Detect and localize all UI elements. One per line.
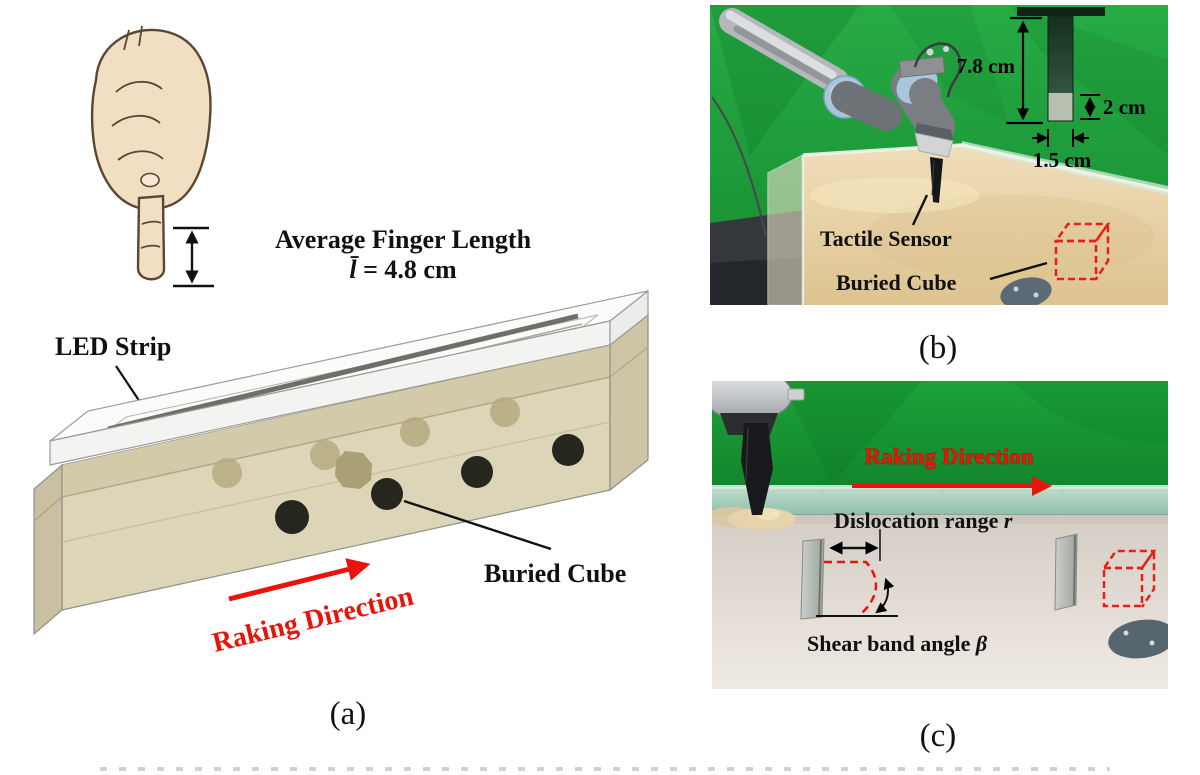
- led-strip: [107, 313, 579, 432]
- panel-a-letter: (a): [329, 696, 367, 732]
- hand-crease-lines: [111, 25, 164, 249]
- cable-connector-dot2: [943, 46, 949, 52]
- dim-probe-width: 1.5 cm: [1033, 148, 1092, 172]
- robot-joint-link: [831, 81, 902, 131]
- sand-top-band-c: [712, 515, 1168, 524]
- sensor-measure: [1080, 94, 1100, 120]
- marker-left-edge: [818, 539, 822, 618]
- thumb-nail: [140, 172, 160, 188]
- panel-a-diagram: Average Finger Length l̄ = 4.8 cm LED St…: [33, 25, 649, 659]
- raking-direction-label-c: Raking Direction: [865, 444, 1034, 469]
- robot-arm-shadow: [733, 25, 842, 91]
- height-measure: [1006, 16, 1043, 125]
- clamp-weight-b: [1000, 277, 1052, 305]
- robot-cable-left: [711, 96, 767, 238]
- led-strip-label: LED Strip: [55, 332, 171, 361]
- buried-cubes-dark: [275, 434, 584, 534]
- tactile-sensor-label: Tactile Sensor: [820, 226, 952, 251]
- dislocation-text: Dislocation range: [834, 508, 1004, 533]
- shear-angle-arrow: [875, 577, 895, 614]
- clamp-screw-c2: [1149, 640, 1155, 646]
- backdrop-folds-c: [782, 381, 1168, 485]
- robot-arm-highlight: [725, 10, 837, 80]
- dim-probe-height: 7.8 cm: [957, 54, 1016, 78]
- buried-cube-leader-line: [403, 499, 552, 551]
- shear-band-symbol: β: [975, 631, 988, 656]
- clamp-weight-c: [1108, 619, 1168, 659]
- lid-right-end-face: [609, 289, 649, 347]
- dislocation-symbol: r: [1004, 508, 1013, 533]
- panel-c-photo: Raking Direction Dislocation range r She…: [712, 381, 1168, 689]
- finger-measure: [173, 226, 214, 288]
- finger-caption-line2: l̄ = 4.8 cm: [349, 255, 457, 284]
- sandbox-left-wall-b: [767, 153, 804, 305]
- tool-flange: [914, 132, 954, 158]
- wrist-cable-loop: [913, 42, 962, 98]
- sand-level-line-end: [609, 346, 649, 378]
- buried-cube-octagon: [335, 451, 372, 489]
- probe-dimension-diagram: 7.8 cm 2 cm 1.5 cm: [957, 7, 1146, 172]
- robot-arm: [711, 8, 962, 238]
- panel-b-photo: 7.8 cm 2 cm 1.5 cm Tactile Sen: [710, 5, 1168, 305]
- rim-seams-c: [821, 485, 1063, 515]
- dislocation-range-label: Dislocation range r: [834, 508, 1013, 533]
- dim-sensor-height: 2 cm: [1103, 95, 1146, 119]
- finger-caption-line1: Average Finger Length: [275, 225, 532, 254]
- wrist-top-plate: [898, 56, 946, 78]
- rake-blade: [741, 423, 773, 515]
- raking-direction-arrow-a: [228, 558, 371, 602]
- buried-cube-label-a: Buried Cube: [484, 559, 626, 588]
- clamp-screw-c1: [1123, 630, 1129, 636]
- panel-c-letter: (c): [919, 718, 957, 754]
- width-measure: [1032, 129, 1089, 147]
- finger-length-value: = 4.8 cm: [357, 255, 457, 284]
- wrist-cover: [909, 78, 941, 110]
- sand-level-line: [61, 376, 611, 498]
- sand-shade-b: [865, 195, 1155, 279]
- back-edge-line: [61, 421, 611, 543]
- index-finger: [136, 194, 166, 281]
- effector-connector: [787, 388, 805, 401]
- shear-band-angle-label: Shear band angle β: [807, 631, 988, 656]
- buried-cube-label-b: Buried Cube: [836, 270, 957, 295]
- buried-cube-dashed-c: [1101, 547, 1157, 608]
- probe-shaft: [1048, 16, 1073, 93]
- hand-illustration: [90, 25, 212, 281]
- cable-connector-dot: [926, 48, 934, 56]
- sand-level-line-left: [33, 496, 63, 522]
- probe-t-bar: [1017, 7, 1105, 16]
- raking-direction-label-a: Raking Direction: [209, 581, 417, 659]
- box-left-end-face: [33, 463, 63, 636]
- sand-surface-through-glass: [62, 345, 610, 497]
- sand-face-c: [712, 515, 1168, 689]
- finger-length-symbol: l̄: [349, 255, 359, 284]
- acrylic-rim-band-c: [712, 485, 1168, 515]
- blade-glint: [745, 426, 749, 482]
- buried-cube-leader-b: [989, 261, 1048, 281]
- buried-cubes-faint: [212, 397, 520, 488]
- sand-highlight-b: [810, 177, 980, 213]
- sand-marker-right: [1054, 533, 1078, 611]
- end-effector-c: [712, 381, 805, 515]
- cropped-caption-remnant: [100, 767, 1110, 771]
- clamp-screw-b1: [1013, 286, 1019, 292]
- probe-outline: [1047, 15, 1074, 122]
- sandbox-3d: [33, 289, 649, 636]
- marker-right-edge: [1073, 534, 1076, 606]
- fist-outline: [90, 28, 212, 211]
- sandbox-rim-edge-b: [802, 143, 1168, 193]
- panel-b-letter: (b): [918, 330, 958, 366]
- tactile-sensor-leader: [911, 194, 929, 226]
- tool-collar: [915, 123, 953, 141]
- probe-glint: [931, 160, 935, 196]
- shear-band-text: Shear band angle: [807, 631, 976, 656]
- probe-sensor-tip: [1048, 93, 1073, 121]
- clamp-screw-b2: [1033, 292, 1039, 298]
- buried-cube-dashed-b: [1053, 220, 1111, 281]
